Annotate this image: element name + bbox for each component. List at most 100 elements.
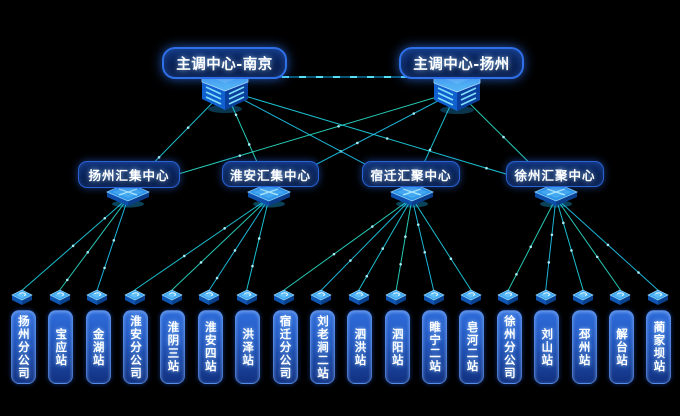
packet-dot xyxy=(199,261,203,264)
station-5[interactable]: 淮安四站 xyxy=(197,310,223,384)
icon-wrap-station-0[interactable] xyxy=(10,289,34,311)
station-11[interactable]: 睢宁二站 xyxy=(422,310,448,384)
icon-wrap-yangzhou-hub[interactable] xyxy=(105,182,151,212)
station-10[interactable]: 泗阳站 xyxy=(384,310,410,384)
station-switch-icon[interactable] xyxy=(235,289,259,307)
icon-wrap-station-13[interactable] xyxy=(496,289,520,311)
packet-dot xyxy=(562,221,565,225)
packet-dot xyxy=(637,271,640,274)
station-17[interactable]: 蔺家坝站 xyxy=(646,310,672,384)
hub-xuzhou-hub[interactable]: 徐州汇聚中心 xyxy=(506,161,604,187)
icon-wrap-station-3[interactable] xyxy=(123,289,147,311)
icon-wrap-station-2[interactable] xyxy=(85,289,109,311)
packet-dot xyxy=(157,156,161,159)
station-switch-icon[interactable] xyxy=(646,289,670,307)
station-2[interactable]: 金湖站 xyxy=(85,310,111,384)
station-switch-icon[interactable] xyxy=(272,289,296,307)
packet-dot xyxy=(182,254,186,258)
packet-dot xyxy=(485,166,488,170)
icon-wrap-station-6[interactable] xyxy=(235,289,259,311)
switch-icon[interactable] xyxy=(533,182,579,208)
station-9[interactable]: 泗洪站 xyxy=(347,310,373,384)
station-switch-icon[interactable] xyxy=(459,289,483,307)
edge-line xyxy=(22,197,129,291)
icon-wrap-xuzhou-hub[interactable] xyxy=(533,182,579,212)
station-switch-icon[interactable] xyxy=(608,289,632,307)
packet-dot xyxy=(399,262,402,266)
icon-wrap-station-11[interactable] xyxy=(422,289,446,311)
station-12[interactable]: 皂河二站 xyxy=(459,310,485,384)
edge-line xyxy=(555,197,659,291)
station-switch-icon[interactable] xyxy=(384,289,408,307)
switch-icon[interactable] xyxy=(105,182,151,208)
switch-icon[interactable] xyxy=(389,182,435,208)
station-switch-icon[interactable] xyxy=(197,289,221,307)
edge-line xyxy=(411,197,472,291)
edge-line xyxy=(545,197,557,291)
packet-dot xyxy=(449,257,453,261)
icon-wrap-station-14[interactable] xyxy=(534,289,558,311)
station-switch-icon[interactable] xyxy=(309,289,333,307)
icon-wrap-station-5[interactable] xyxy=(197,289,221,311)
icon-wrap-huaian-hub[interactable] xyxy=(246,182,292,212)
icon-wrap-station-17[interactable] xyxy=(646,289,670,311)
packet-dot xyxy=(502,135,505,139)
station-3[interactable]: 淮安分公司 xyxy=(123,310,149,384)
station-switch-icon[interactable] xyxy=(534,289,558,307)
edge-line xyxy=(321,197,413,291)
packet-dot xyxy=(71,244,75,248)
packet-dot xyxy=(595,255,599,259)
packet-dot xyxy=(381,247,385,250)
station-1[interactable]: 宝应站 xyxy=(48,310,74,384)
station-switch-icon[interactable] xyxy=(571,289,595,307)
icon-wrap-station-7[interactable] xyxy=(272,289,296,311)
station-14[interactable]: 刘山站 xyxy=(534,310,560,384)
station-switch-icon[interactable] xyxy=(422,289,446,307)
station-switch-icon[interactable] xyxy=(160,289,184,307)
packet-dot xyxy=(215,276,219,280)
icon-wrap-station-4[interactable] xyxy=(160,289,184,311)
station-switch-icon[interactable] xyxy=(496,289,520,307)
packet-dot xyxy=(112,239,116,242)
station-switch-icon[interactable] xyxy=(123,289,147,307)
icon-wrap-station-15[interactable] xyxy=(571,289,595,311)
hub-huaian-hub[interactable]: 淮安汇集中心 xyxy=(222,161,319,187)
station-switch-icon[interactable] xyxy=(85,289,109,307)
station-7[interactable]: 宿迁分公司 xyxy=(272,310,298,384)
switch-icon[interactable] xyxy=(246,182,292,208)
icon-wrap-station-8[interactable] xyxy=(309,289,333,311)
icon-wrap-station-12[interactable] xyxy=(459,289,483,311)
icon-wrap-station-9[interactable] xyxy=(347,289,371,311)
hub-yangzhou-hub[interactable]: 扬州汇集中心 xyxy=(78,161,180,188)
packet-dot xyxy=(233,249,237,252)
station-8[interactable]: 刘老涧二站 xyxy=(309,310,335,384)
packet-dot xyxy=(103,266,106,270)
packet-dot xyxy=(547,261,551,264)
packet-dot xyxy=(385,137,389,140)
packet-dot xyxy=(65,278,69,282)
packet-dot xyxy=(251,264,254,268)
hub-suqian-hub[interactable]: 宿迁汇聚中心 xyxy=(362,161,460,187)
station-16[interactable]: 解台站 xyxy=(608,310,634,384)
packet-dot xyxy=(234,113,238,117)
station-13[interactable]: 徐州分公司 xyxy=(496,310,522,384)
icon-wrap-station-16[interactable] xyxy=(608,289,632,311)
icon-wrap-station-10[interactable] xyxy=(384,289,408,311)
top-center-yangzhou[interactable]: 主调中心-扬州 xyxy=(399,47,524,79)
station-switch-icon[interactable] xyxy=(347,289,371,307)
packet-dot xyxy=(86,250,90,254)
station-6[interactable]: 洪泽站 xyxy=(235,310,261,384)
station-switch-icon[interactable] xyxy=(10,289,34,307)
icon-wrap-suqian-hub[interactable] xyxy=(389,182,435,212)
station-0[interactable]: 扬州分公司 xyxy=(10,310,36,384)
station-15[interactable]: 邳州站 xyxy=(571,310,597,384)
top-center-nanjing[interactable]: 主调中心-南京 xyxy=(162,47,287,79)
packet-dot xyxy=(416,223,420,226)
station-4[interactable]: 淮阴三站 xyxy=(160,310,186,384)
icon-wrap-station-1[interactable] xyxy=(48,289,72,311)
packet-dot xyxy=(186,126,190,129)
station-switch-icon[interactable] xyxy=(48,289,72,307)
packet-dot xyxy=(223,227,226,230)
